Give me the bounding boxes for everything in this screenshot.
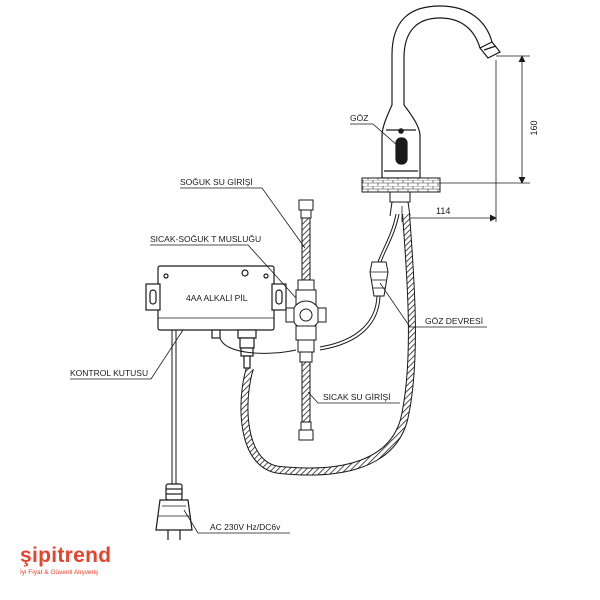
control-box (145, 265, 287, 369)
t-valve (285, 279, 327, 363)
label-sensor-circuit: GÖZ DEVRESİ (425, 316, 483, 326)
countertop (361, 177, 441, 193)
label-battery: 4AA ALKALİ PİL (186, 293, 248, 303)
label-t-valve: SICAK-SOĞUK T MUSLUĞU (150, 234, 261, 244)
dimension-lines (401, 55, 530, 222)
hot-water-inlet-hose (298, 361, 314, 441)
braided-outlet-hose (240, 213, 416, 476)
sensor-eye-icon (395, 137, 408, 165)
label-hot-water-inlet: SICAK SU GİRİŞİ (323, 392, 391, 402)
power-plug-icon (155, 483, 193, 540)
label-sensor: GÖZ (350, 113, 368, 123)
brand-logo: şipitrend İyi Fiyat & Güvenli Alışveriş (20, 544, 112, 577)
faucet (381, 5, 501, 179)
height-dimension: 160 (529, 120, 539, 135)
brand-tagline: İyi Fiyat & Güvenli Alışveriş (20, 569, 99, 576)
reach-dimension: 114 (436, 206, 450, 216)
sensor-cable (319, 213, 400, 351)
label-cold-water-inlet: SOĞUK SU GİRİŞİ (180, 177, 253, 187)
label-control-box: KONTROL KUTUSU (70, 368, 148, 378)
label-power: AC 230V Hz/DC6v (210, 522, 281, 532)
power-cable (171, 330, 177, 485)
cold-water-inlet-hose (298, 199, 314, 281)
callout-leaders (70, 123, 487, 534)
brand-name: şipitrend (20, 544, 112, 567)
